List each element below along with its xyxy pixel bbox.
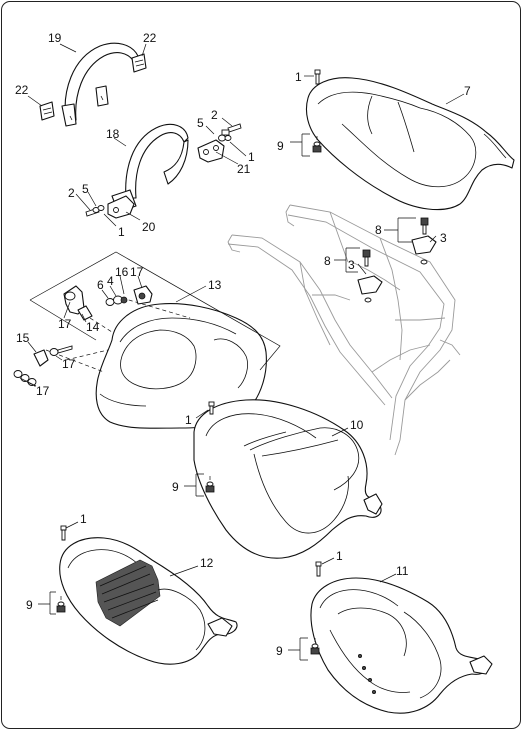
callout-14: 14 <box>86 320 100 334</box>
seat-two-up-lower-left <box>59 537 238 665</box>
seat-screw-icon <box>208 401 215 415</box>
callout-5: 5 <box>82 182 89 196</box>
seat-mount-clip-upper <box>411 217 437 265</box>
callout-1: 1 <box>336 549 343 563</box>
callout-1: 1 <box>248 150 255 164</box>
callout-1: 1 <box>80 512 87 526</box>
seat-nut-icon <box>312 136 322 153</box>
callout-17: 17 <box>36 384 50 398</box>
callout-8: 8 <box>324 254 331 268</box>
callout-22: 22 <box>143 31 157 45</box>
backrest-mount-bracket <box>63 285 93 321</box>
callout-15: 15 <box>16 331 30 345</box>
callout-19: 19 <box>48 31 62 45</box>
hardware-stack-left <box>85 205 105 217</box>
callout-5: 5 <box>197 116 204 130</box>
callout-11: 11 <box>396 564 409 578</box>
callout-6: 6 <box>97 278 104 292</box>
callout-9: 9 <box>26 598 33 612</box>
seat-solo-lower-right <box>310 577 493 714</box>
callout-7: 7 <box>464 84 471 98</box>
callout-2: 2 <box>68 186 75 200</box>
guide-line <box>65 349 109 361</box>
callout-17: 17 <box>130 265 144 279</box>
seat-nut-icon <box>310 638 320 655</box>
backrest-upright-large <box>61 42 139 127</box>
callout-21: 21 <box>237 162 251 176</box>
hardware-stack-right <box>218 123 242 142</box>
assembly-outline <box>29 299 97 341</box>
mount-bracket-right <box>197 139 225 163</box>
seat-screw-icon <box>315 561 322 577</box>
bushing-pad-upper <box>131 53 147 73</box>
callout-2: 2 <box>211 108 218 122</box>
callout-10: 10 <box>350 418 364 432</box>
seat-nut-icon <box>205 476 215 493</box>
bushing-pad-lower <box>39 101 55 121</box>
callout-1: 1 <box>295 70 302 84</box>
guide-line <box>121 297 191 319</box>
callout-9: 9 <box>276 644 283 658</box>
seat-nut-icon <box>56 596 66 613</box>
callout-9: 9 <box>277 139 284 153</box>
guide-line <box>89 317 113 333</box>
callout-3: 3 <box>440 231 447 245</box>
seat-two-up-center <box>193 399 383 559</box>
callout-22: 22 <box>15 83 29 97</box>
assembly-outline <box>29 251 281 371</box>
callout-4: 4 <box>107 274 114 288</box>
callout-1: 1 <box>185 413 192 427</box>
seat-mount-clip-lower <box>357 249 383 303</box>
callout-18: 18 <box>106 127 120 141</box>
callout-17: 17 <box>58 317 72 331</box>
callout-3: 3 <box>348 258 355 272</box>
callout-20: 20 <box>142 220 156 234</box>
leader-lines <box>19 43 465 661</box>
lower-mount-hardware <box>13 345 73 386</box>
callout-labels: 19 22 22 18 2 5 1 21 2 5 20 1 1 7 9 8 3 … <box>15 31 471 658</box>
callout-1: 1 <box>118 225 125 239</box>
callout-9: 9 <box>172 480 179 494</box>
spacer-stack <box>105 285 153 306</box>
callout-13: 13 <box>208 278 222 292</box>
seat-screw-icon <box>314 69 321 85</box>
seat-solo-top <box>305 77 515 211</box>
callout-12: 12 <box>200 556 214 570</box>
seat-screw-icon <box>60 525 67 541</box>
callout-17: 17 <box>62 357 76 371</box>
callout-16: 16 <box>115 265 129 279</box>
callout-8: 8 <box>375 223 382 237</box>
